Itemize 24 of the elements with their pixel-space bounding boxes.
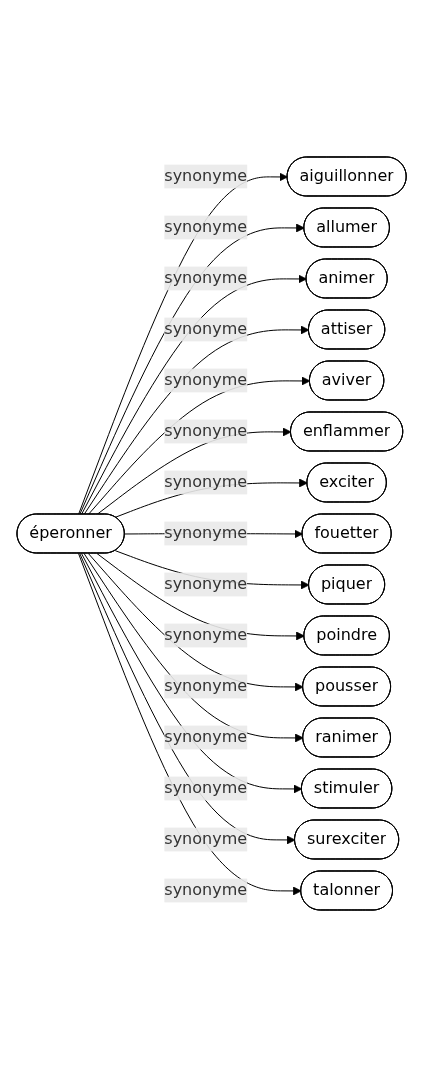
edge-label: synonyme [164,574,247,594]
arrow [79,553,296,845]
edge-label: synonyme [164,880,247,900]
edge-label: synonyme [164,217,247,237]
edge-label: synonyme [164,625,247,645]
arrow [80,553,303,794]
edge-label: synonyme [164,676,247,696]
edge-label: synonyme [164,268,247,288]
edge-label: synonyme [164,421,247,441]
edge-label: synonyme [164,778,247,798]
edge-label: synonyme [164,472,247,492]
edge-label: synonyme [164,727,247,747]
arrow [83,553,304,743]
arrow [83,325,310,515]
arrow [87,553,304,692]
arrow [79,223,305,515]
edge-label: synonyme [164,370,247,390]
arrow [80,274,307,515]
arrow [96,553,305,641]
arrow [87,376,311,515]
edge-label: synonyme [164,829,247,849]
edge-label: synonyme [164,166,247,186]
edge-label: synonyme [164,319,247,339]
edge-label: synonyme [164,523,247,543]
